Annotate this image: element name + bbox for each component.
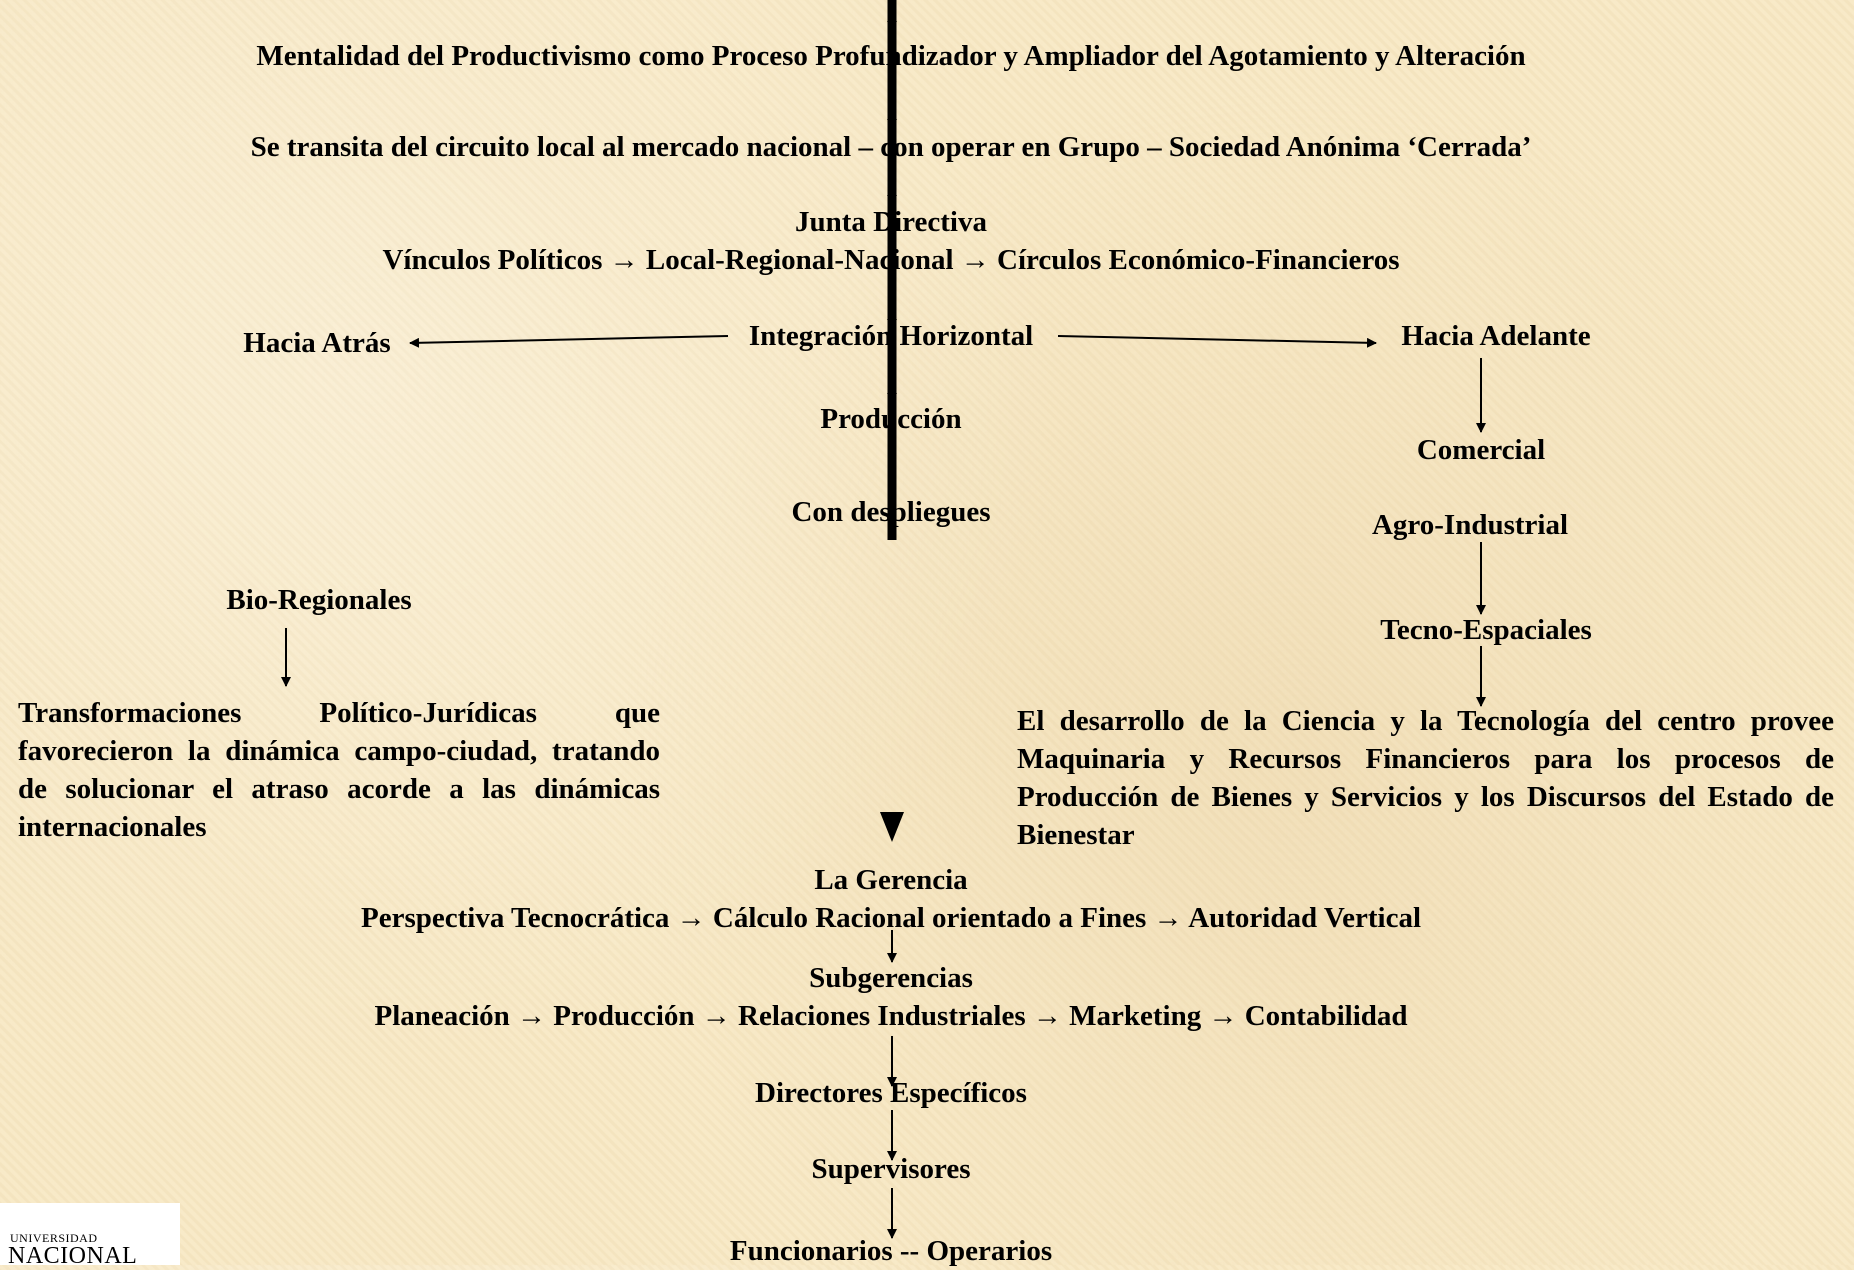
node-hacia-adelante: Hacia Adelante xyxy=(1401,320,1591,352)
node-produccion: Producción xyxy=(820,403,962,435)
arrow-integracion-to-adelante xyxy=(1057,335,1377,348)
node-hacia-atras: Hacia Atrás xyxy=(243,327,391,359)
node-con-despliegues: Con despliegues xyxy=(791,496,991,528)
node-gerencia-sub: Perspectiva Tecnocrática → Cálculo Racio… xyxy=(360,902,1422,934)
node-directores-especificos: Directores Específicos xyxy=(755,1077,1027,1109)
node-gerencia-title: La Gerencia xyxy=(814,864,968,896)
node-subgerencias-title: Subgerencias xyxy=(809,962,973,994)
node-junta-directiva-sub: Vínculos Políticos → Local-Regional-Naci… xyxy=(382,244,1400,276)
thick-arrow-despliegues-head xyxy=(880,812,904,842)
node-comercial: Comercial xyxy=(1416,434,1546,466)
node-transita: Se transita del circuito local al mercad… xyxy=(250,131,1532,163)
node-integracion-horizontal: Integración Horizontal xyxy=(748,320,1034,352)
node-agro-industrial: Agro-Industrial xyxy=(1371,509,1569,541)
node-supervisores: Supervisores xyxy=(811,1153,971,1185)
node-desarrollo-ciencia: El desarrollo de la Ciencia y la Tecnolo… xyxy=(1017,705,1834,851)
logo-text-big: NACIONAL xyxy=(8,1243,138,1269)
node-bio-regionales: Bio-Regionales xyxy=(226,584,412,616)
node-funcionarios-operarios: Funcionarios -- Operarios xyxy=(729,1235,1053,1267)
node-tecno-espaciales: Tecno-Espaciales xyxy=(1380,614,1592,646)
logo-text-small: UNIVERSIDAD xyxy=(10,1231,98,1245)
node-mentalidad: Mentalidad del Productivismo como Proces… xyxy=(256,40,1526,72)
node-transformaciones: Transformaciones Político-Jurídicas que … xyxy=(18,697,660,843)
node-subgerencias-sub: Planeación → Producción → Relaciones Ind… xyxy=(374,1000,1408,1032)
universidad-nacional-logo: UNIVERSIDAD NACIONAL xyxy=(0,1203,180,1269)
arrow-integracion-to-atras xyxy=(409,335,729,348)
node-junta-directiva-title: Junta Directiva xyxy=(795,206,987,238)
